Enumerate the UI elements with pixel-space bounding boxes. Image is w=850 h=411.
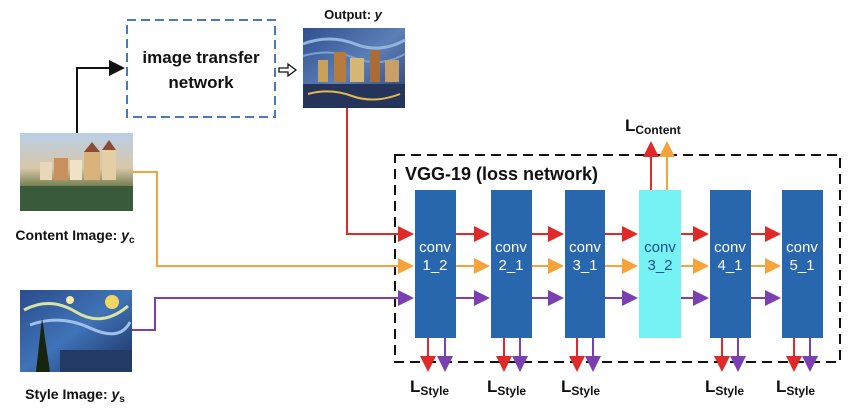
transfer-network-label-line1: image transfer (142, 48, 260, 67)
style-loss-label: LStyle (776, 377, 815, 398)
layer-label-line2: 1_2 (422, 257, 447, 274)
style-to-vgg-arrow (132, 290, 414, 331)
layer-label-line2: 5_1 (789, 257, 814, 274)
style-loss-label: LStyle (410, 377, 449, 398)
hollow-arrow-icon (278, 62, 298, 78)
layer-conv-4-1: conv 4_1 (710, 190, 751, 338)
layer-label-line1: conv (786, 239, 818, 256)
content-to-transfer-arrow (76, 60, 125, 133)
vgg-box (394, 154, 841, 363)
style-image-label: Style Image: ys (25, 386, 125, 405)
output-image (302, 28, 406, 108)
layer-label-line2: 3_1 (572, 257, 597, 274)
style-loss-label: LStyle (487, 377, 526, 398)
layer-label-line2: 3_2 (647, 257, 672, 274)
content-image (20, 133, 133, 211)
layer-conv-3-1: conv 3_1 (565, 190, 605, 338)
style-loss-label: LStyle (705, 377, 744, 398)
layer-label-line1: conv (644, 239, 676, 256)
layer-conv-3-2: conv 3_2 (639, 190, 681, 338)
layer-label-line2: 4_1 (717, 257, 742, 274)
layer-label-line1: conv (495, 239, 527, 256)
layer-conv-5-1: conv 5_1 (782, 190, 823, 338)
style-loss-label: LStyle (561, 377, 600, 398)
layer-label-line1: conv (714, 239, 746, 256)
output-label: Output: y (324, 7, 383, 22)
layer-label-line2: 2_1 (498, 257, 523, 274)
content-image-label: Content Image: yc (15, 227, 135, 246)
layer-label-line1: conv (569, 239, 601, 256)
transfer-network-box (126, 19, 276, 118)
content-loss-label: LContent (625, 116, 681, 137)
output-to-vgg-arrow (346, 108, 414, 242)
layer-label-line1: conv (419, 239, 451, 256)
content-to-vgg-arrow (133, 171, 414, 274)
style-loss-arrows (420, 338, 818, 372)
vgg-title: VGG-19 (loss network) (405, 164, 598, 184)
transfer-network-label-line2: network (168, 73, 234, 92)
layer-conv-1-2: conv 1_2 (415, 190, 456, 338)
layer-conv-2-1: conv 2_1 (491, 190, 532, 338)
style-image (20, 290, 132, 372)
